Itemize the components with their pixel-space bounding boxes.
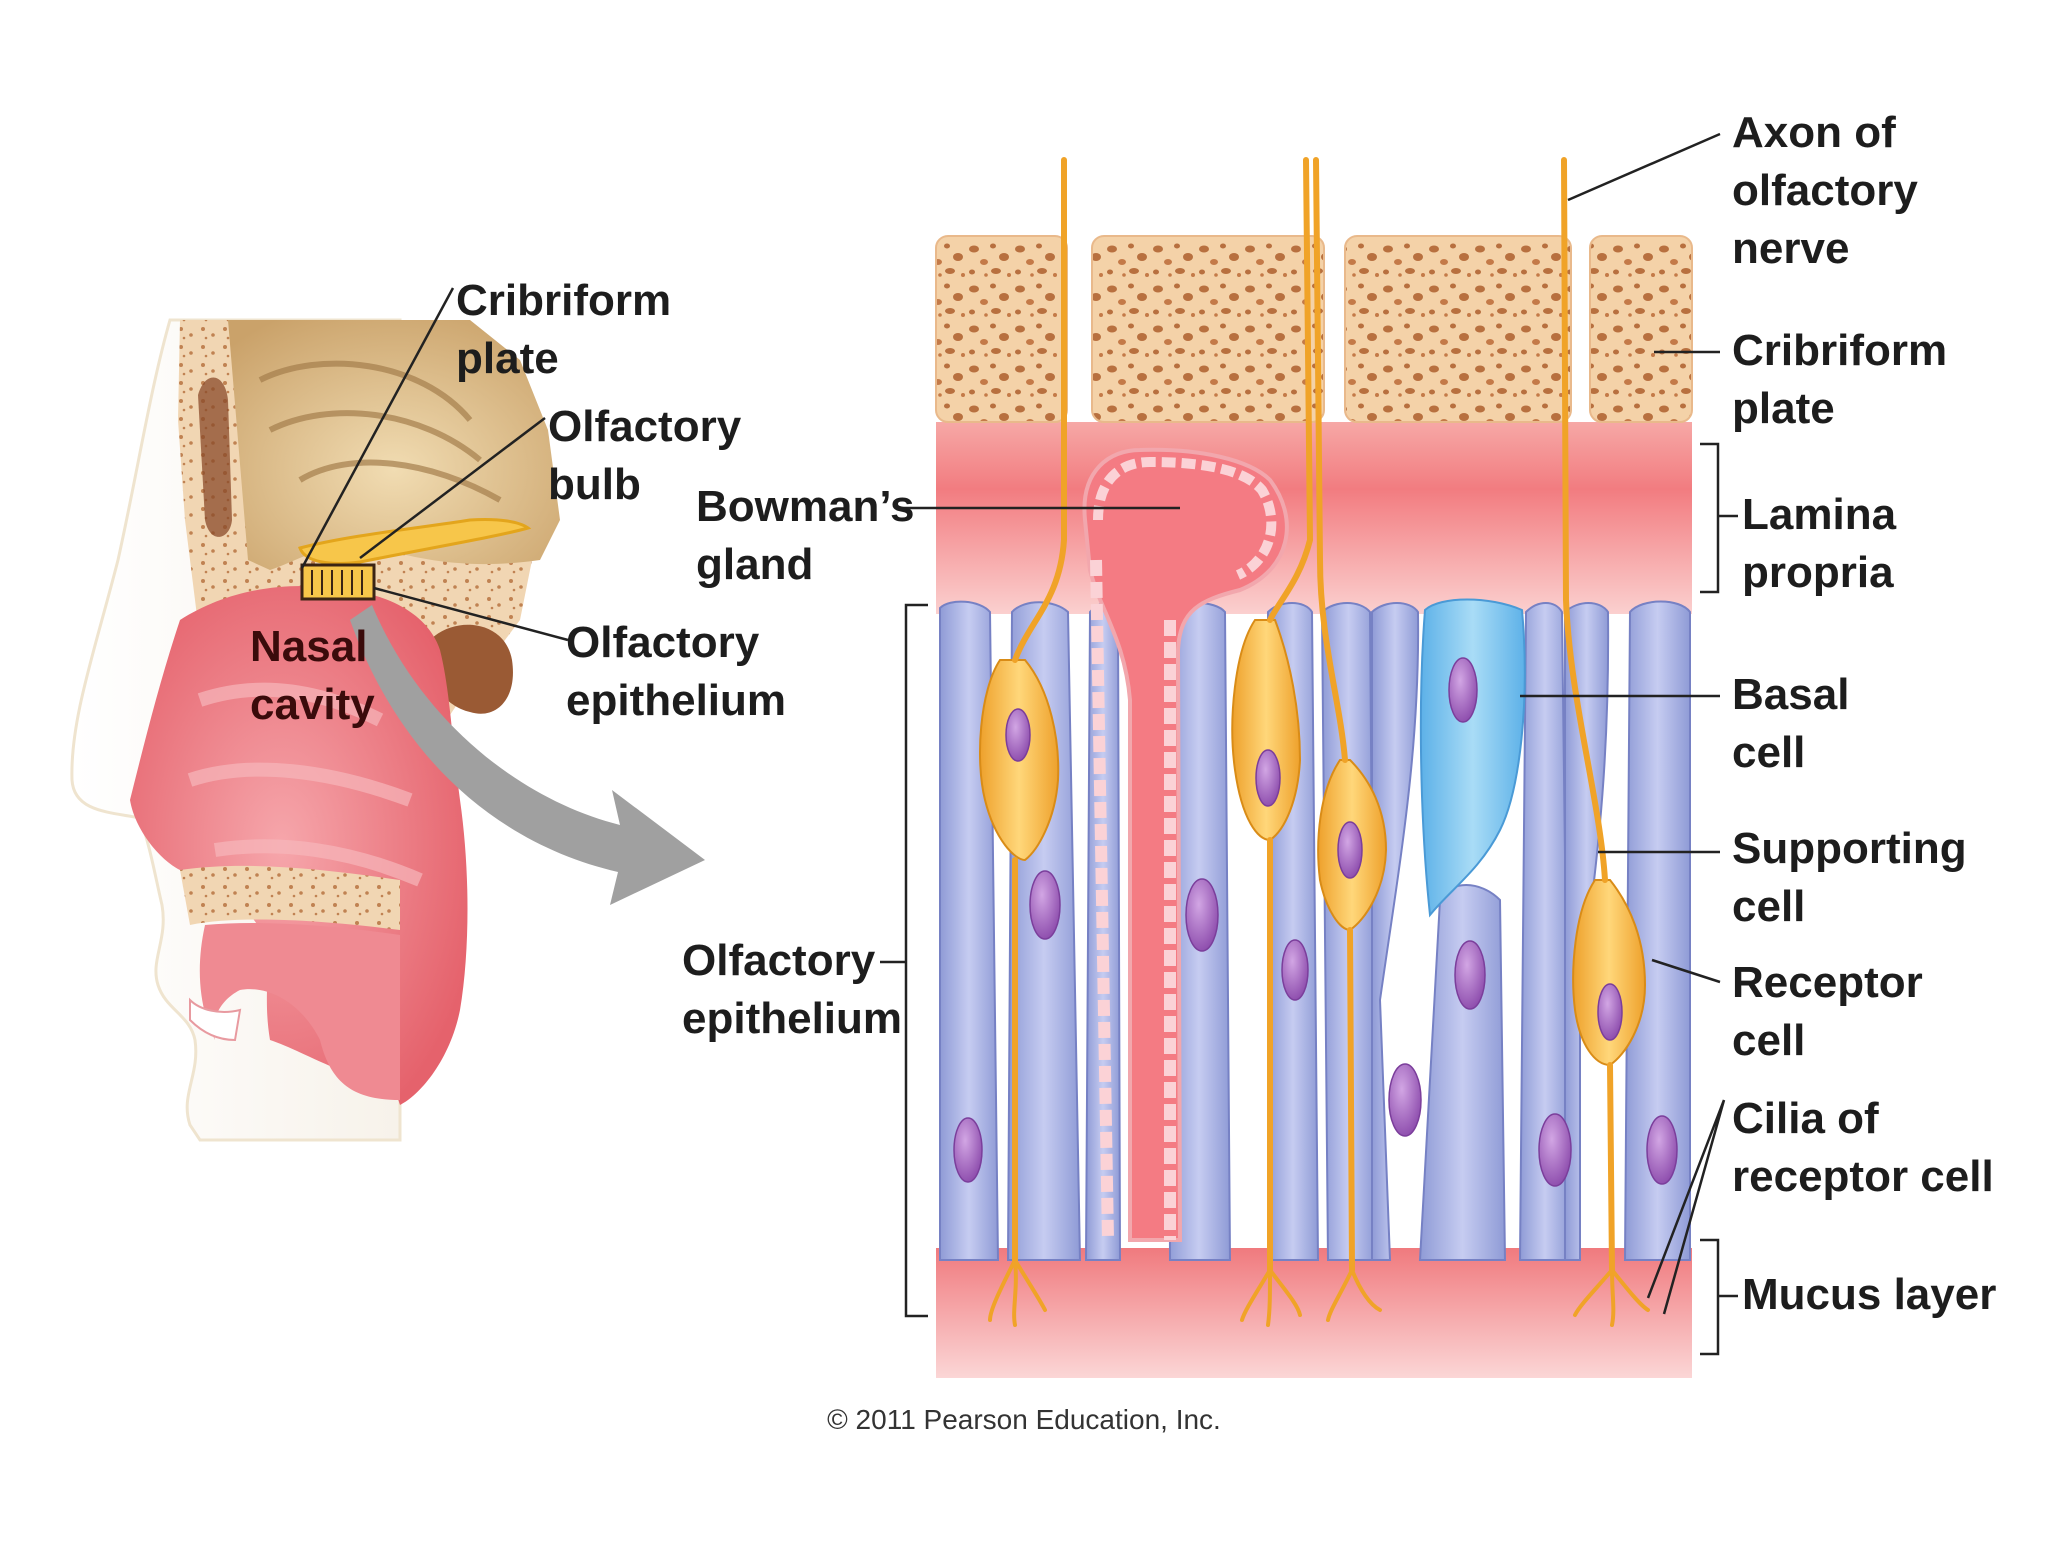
mouth-region: [199, 923, 400, 1100]
label-receptor-cell: Receptor cell: [1732, 958, 1923, 1065]
leader-cilia: [1646, 1099, 1726, 1315]
label-bowmans-gland: Bowman’s gland: [696, 482, 915, 589]
lamina-propria-band: [936, 422, 1692, 614]
mucus-layer-band: [936, 1248, 1692, 1378]
leader-axon: [1567, 132, 1721, 202]
bowmans-gland-shape: [1082, 447, 1289, 1242]
cilia: [988, 1258, 1650, 1327]
magnify-arrow: [350, 605, 705, 905]
leader-receptor: [1651, 958, 1721, 984]
receptor-axons: [1012, 157, 1615, 1273]
sphenoid-sinus: [427, 624, 513, 714]
label-lamina-propria: Lamina propria: [1742, 490, 1897, 597]
brain: [228, 320, 560, 570]
leader-head-bulb: [359, 417, 546, 559]
palate: [180, 865, 400, 930]
label-cilia-receptor-cell: Cilia of receptor cell: [1732, 1094, 1994, 1201]
detail-leaders: [880, 132, 1738, 1356]
bracket-olfactory-epithelium: [880, 603, 928, 1318]
leader-head-epithelium: [373, 586, 569, 642]
label-head-olfactory-epithelium: Olfactory epithelium: [566, 618, 787, 725]
label-supporting-cell: Supporting cell: [1732, 824, 1967, 931]
basal-cell: [1419, 598, 1526, 918]
label-mucus-layer: Mucus layer: [1742, 1270, 1997, 1319]
bracket-lamina: [1700, 442, 1738, 594]
label-detail-cribriform-plate: Cribriform plate: [1732, 326, 1948, 433]
leader-head-cribriform: [300, 287, 455, 569]
label-nasal-cavity: Nasal cavity: [250, 622, 375, 729]
label-head-olfactory-bulb: Olfactory bulb: [548, 402, 742, 509]
bracket-mucus: [1700, 1238, 1738, 1356]
label-head-cribriform-plate: Cribriform plate: [456, 276, 672, 383]
detail-section: [880, 132, 1738, 1378]
copyright-notice: © 2011 Pearson Education, Inc.: [827, 1404, 1221, 1435]
frontal-sinus: [198, 377, 232, 537]
cribriform-plate-bones: [935, 235, 1693, 423]
head-section: [70, 287, 705, 1142]
nuclei: [953, 657, 1678, 1187]
label-detail-olfactory-epithelium: Olfactory epithelium: [682, 936, 903, 1043]
label-basal-cell: Basal cell: [1732, 670, 1850, 777]
label-axon-olfactory-nerve: Axon of olfactory nerve: [1732, 108, 1918, 273]
